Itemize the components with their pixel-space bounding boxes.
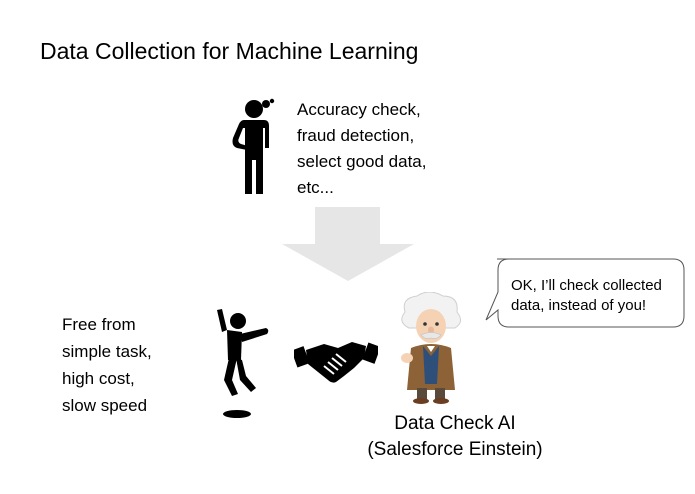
- diagram-title: Data Collection for Machine Learning: [40, 38, 419, 64]
- human-task-line: Accuracy check,: [297, 100, 421, 119]
- person-jumping-icon: [217, 309, 269, 418]
- benefits-text: Free from simple task, high cost, slow s…: [62, 311, 152, 419]
- human-task-line: etc...: [297, 178, 334, 197]
- benefit-line: Free from: [62, 315, 136, 334]
- handshake-icon: [294, 342, 378, 383]
- human-task-line: fraud detection,: [297, 126, 415, 145]
- down-arrow-icon: [282, 207, 414, 281]
- human-task-line: select good data,: [297, 152, 427, 171]
- ai-label-product: (Salesforce Einstein): [367, 439, 543, 460]
- human-tasks-text: Accuracy check, fraud detection, select …: [297, 97, 426, 201]
- speech-line: data, instead of you!: [511, 297, 647, 314]
- speech-bubble: [485, 258, 685, 328]
- speech-line: OK, I’ll check collected: [511, 277, 662, 294]
- speech-bubble-text: OK, I’ll check collected data, instead o…: [511, 276, 662, 316]
- einstein-character-icon: [401, 292, 461, 404]
- benefit-line: simple task,: [62, 342, 152, 361]
- ai-label: Data Check AI (Salesforce Einstein): [355, 411, 555, 463]
- ai-label-name: Data Check AI: [394, 413, 516, 434]
- benefit-line: slow speed: [62, 396, 148, 415]
- benefit-line: high cost,: [62, 369, 135, 388]
- person-thinking-icon: [232, 98, 275, 194]
